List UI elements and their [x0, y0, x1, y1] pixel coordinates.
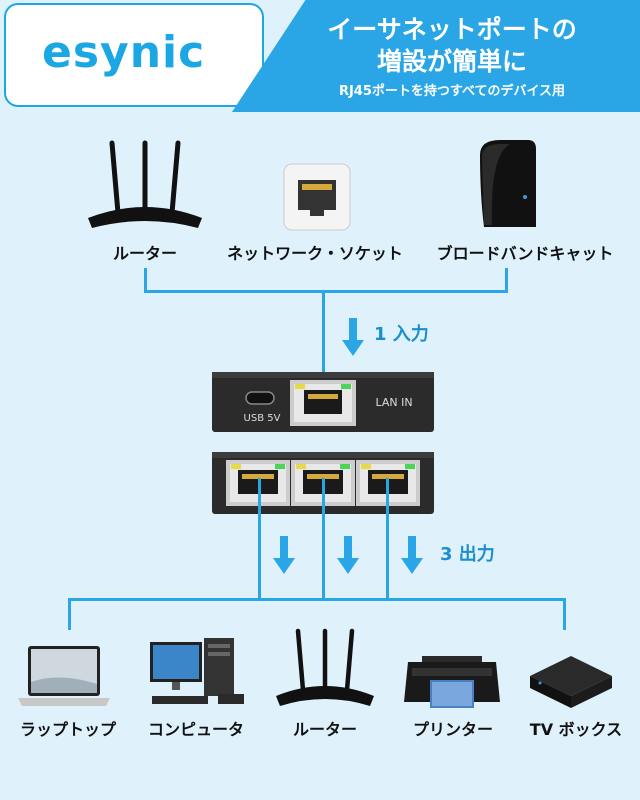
logo-box: esynic	[4, 3, 264, 107]
network-socket-icon	[283, 163, 351, 231]
brand-logo: esynic	[42, 27, 206, 78]
output-line-port2	[322, 478, 325, 600]
arrow-down-icon	[337, 536, 359, 574]
router-icon	[88, 140, 202, 228]
header: esynic イーサネットポートの 増設が簡単に RJ45ポートを持つすべてのデ…	[0, 0, 640, 112]
output-line-port3	[386, 478, 389, 600]
computer-icon	[150, 638, 244, 704]
output-drop-1	[68, 598, 71, 630]
input-line-horizontal	[144, 290, 508, 293]
arrow-down-icon	[273, 536, 295, 574]
arrow-down-icon	[342, 318, 364, 356]
output-line-port1	[258, 478, 261, 600]
printer-icon	[404, 656, 500, 708]
source-label-socket: ネットワーク・ソケット	[227, 244, 403, 263]
title-banner	[232, 0, 640, 112]
switch-input-panel	[212, 372, 434, 432]
input-line-down	[322, 290, 325, 382]
laptop-icon	[18, 646, 110, 706]
arrow-down-icon	[401, 536, 423, 574]
title-banner-text: イーサネットポートの 増設が簡単に RJ45ポートを持つすべてのデバイス用	[232, 0, 640, 112]
target-label-router: ルーター	[292, 720, 357, 739]
router-icon	[276, 628, 374, 706]
tv-box-icon	[530, 656, 612, 708]
target-label-printer: プリンター	[412, 720, 493, 739]
lan-in-label: LAN IN	[375, 396, 413, 409]
title-line-1: イーサネットポートの	[327, 15, 577, 44]
output-count-label: 3 出力	[440, 544, 495, 565]
source-label-router: ルーター	[112, 244, 177, 263]
broadband-cat-icon	[480, 140, 536, 227]
output-line-horizontal	[68, 598, 566, 601]
target-label-laptop: ラップトップ	[19, 720, 116, 739]
output-drop-5	[563, 598, 566, 630]
target-label-tv-box: TV ボックス	[529, 720, 623, 739]
input-line-right	[505, 268, 508, 292]
subtitle: RJ45ポートを持つすべてのデバイス用	[338, 84, 566, 99]
usb-port-label: USB 5V	[243, 413, 281, 424]
input-count-label: 1 入力	[374, 324, 429, 345]
title-line-2: 増設が簡単に	[376, 47, 527, 76]
target-label-computer: コンピュータ	[147, 720, 244, 739]
input-line-left	[144, 268, 147, 292]
source-label-broadband: ブロードバンドキャット	[436, 244, 614, 263]
